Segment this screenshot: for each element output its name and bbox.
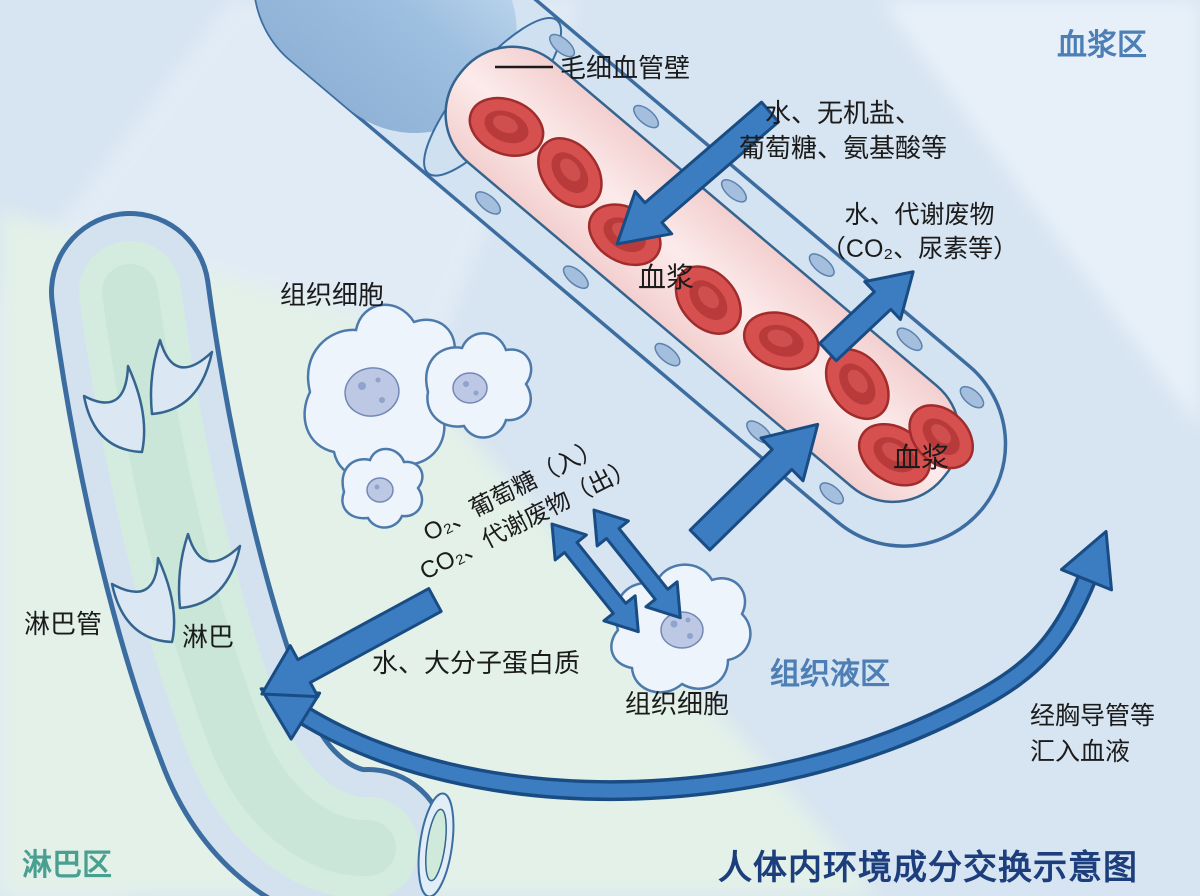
label-plasma-2: 血浆: [893, 442, 950, 473]
label-lymph-vessel: 淋巴管: [24, 609, 103, 639]
lymph-valve-pair-lower: [110, 532, 242, 644]
label-tissue-cell-bottom: 组织细胞: [625, 689, 730, 719]
red-blood-cell: [468, 96, 545, 157]
label-waste-out-of-blood: 水、代谢废物 （CO₂、尿素等）: [820, 201, 1019, 263]
curved-arrow-lymph-to-blood: [259, 530, 1114, 801]
lymph-valve-pair-upper: [82, 338, 214, 454]
zone-label-lymph: 淋巴区: [22, 849, 112, 882]
zone-label-plasma: 血浆区: [1057, 29, 1147, 62]
tissue-cell: [610, 563, 752, 694]
red-blood-cell: [674, 265, 742, 335]
arrow-into-capillary-middle: [688, 422, 820, 552]
double-exchange-arrow: [550, 522, 640, 634]
lymph-vessel: [49, 211, 455, 896]
tissue-cell: [425, 332, 533, 439]
red-blood-cell: [824, 348, 890, 420]
arrow-into-lymph-vessel: [260, 587, 443, 699]
tissue-cells: [303, 303, 752, 694]
double-exchange-arrow: [592, 508, 682, 620]
label-water-protein-into-lymph: 水、大分子蛋白质: [372, 648, 581, 678]
red-blood-cell: [537, 137, 603, 209]
red-blood-cell: [908, 404, 974, 470]
arrow-into-capillary-top: [615, 100, 780, 246]
label-capillary-wall: 毛细血管壁: [560, 53, 691, 83]
zone-label-tissue-fluid: 组织液区: [770, 658, 890, 691]
red-blood-cells: [468, 96, 974, 487]
curved-arrowhead-into-blood: [1059, 530, 1114, 592]
red-blood-cell: [742, 311, 820, 371]
arrow-out-of-capillary: [818, 270, 915, 363]
label-lymph: 淋巴: [182, 622, 235, 652]
page-title: 人体内环境成分交换示意图: [718, 849, 1138, 887]
label-thoracic-duct: 经胸导管等 汇入血液: [1030, 702, 1156, 766]
label-substances-into-blood: 水、无机盐、 葡萄糖、氨基酸等: [738, 98, 947, 163]
tissue-cell: [303, 303, 467, 479]
lymph-vessel-opening: [417, 792, 455, 896]
label-plasma-1: 血浆: [638, 262, 695, 293]
label-tissue-cells-top: 组织细胞: [280, 280, 385, 310]
tissue-cell: [341, 447, 424, 529]
